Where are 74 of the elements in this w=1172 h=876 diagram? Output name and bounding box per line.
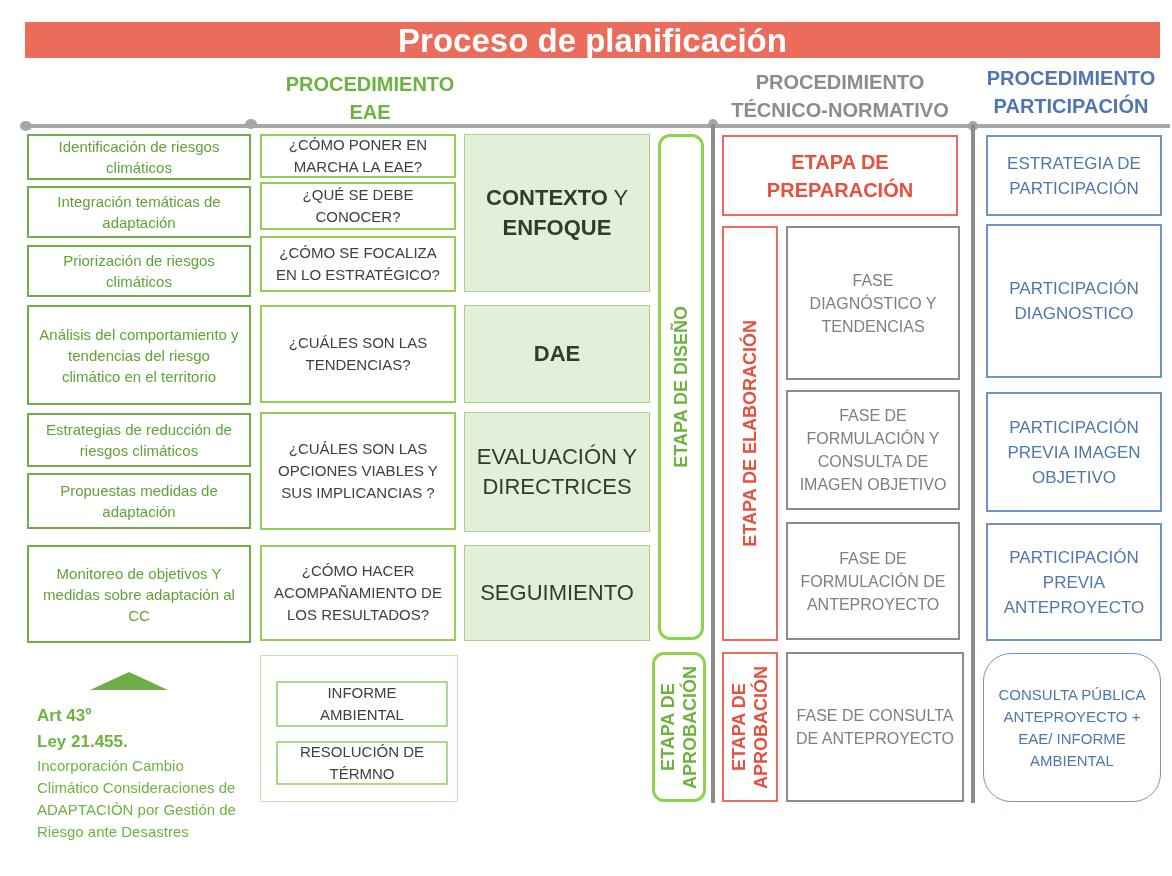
box-label: Integración temáticas de adaptación — [56, 192, 222, 233]
consultation-box — [983, 653, 1161, 802]
box-label: ¿CÓMO HACER ACOMPAÑAMIENTO DE LOS RESULTADOS? — [273, 561, 443, 625]
box-label: PARTICIPACIÓN DIAGNOSTICO — [1008, 278, 1140, 325]
phase-box — [464, 545, 650, 641]
topic-box — [27, 134, 251, 180]
box-label: ¿CÓMO SE FOCALIZA EN LO ESTRATÉGICO? — [275, 243, 441, 285]
box-label: CONSULTA PÚBLICA ANTEPROYECTO + EAE/ INFORME AMBIENTAL — [997, 684, 1147, 771]
phase-box — [786, 226, 960, 380]
box-label: ¿CUÁLES SON LAS TENDENCIAS? — [287, 333, 429, 375]
law-reference: Ley 21.455. — [37, 731, 129, 753]
question-box — [260, 412, 456, 530]
topic-box — [27, 245, 251, 297]
phase-box — [786, 390, 960, 510]
box-label: ¿QUÉ SE DEBE CONOCER? — [301, 185, 415, 227]
topic-box — [27, 545, 251, 643]
participation-box — [986, 224, 1162, 378]
document-box — [276, 681, 448, 727]
question-box — [260, 134, 456, 178]
box-label: EVALUACIÓN Y DIRECTRICES — [475, 443, 639, 501]
stage-box — [722, 652, 778, 802]
document-box — [276, 741, 448, 785]
box-label: ETAPA DE APROBACIÓN — [728, 664, 772, 791]
box-label: Identificación de riesgos climáticos — [57, 137, 221, 178]
box-label: ETAPA DE PREPARACIÓN — [765, 149, 915, 203]
box-label: CONTEXTO Y ENFOQUE — [485, 184, 629, 242]
phase-box — [464, 134, 650, 292]
box-label: ETAPA DE ELABORACIÓN — [739, 320, 761, 547]
box-label: Priorización de riesgos climáticos — [62, 251, 216, 292]
topic-box — [27, 305, 251, 405]
phase-box — [464, 412, 650, 532]
box-label: DAE — [533, 340, 581, 368]
box-label: ESTRATEGIA DE PARTICIPACIÓN — [1006, 152, 1142, 200]
box-label: Monitoreo de objetivos Y medidas sobre adaptación al CC — [42, 563, 236, 626]
box-label: FASE DE CONSULTA DE ANTEPROYECTO — [796, 706, 954, 749]
question-box — [260, 182, 456, 230]
column-heading: PROCEDIMIENTO EAE — [284, 72, 456, 125]
participation-box — [986, 135, 1162, 216]
participation-box — [986, 392, 1162, 512]
topic-box — [27, 473, 251, 529]
box-label: Análisis del comportamiento y tendencias del riesgo climático en el territorio — [38, 324, 240, 387]
box-label: Estrategias de reducción de riesgos climáticos — [45, 420, 233, 461]
box-label: ETAPA DE APROBACIÓN — [657, 664, 701, 791]
note-text: Incorporación Cambio Climático Consideraciones de ADAPTACIÒN por Gestión de Riesgo ante Desastres — [37, 756, 237, 842]
box-label: ¿CÓMO PONER EN MARCHA LA EAE? — [287, 135, 429, 177]
box-label: PARTICIPACIÓN PREVIA IMAGEN OBJETIVO — [1006, 416, 1142, 489]
box-label: ¿CUÁLES SON LAS OPCIONES VIABLES Y SUS IMPLICANCIAS ? — [277, 439, 439, 503]
topic-box — [27, 186, 251, 238]
box-label: Propuestas medidas de adaptación — [59, 481, 219, 522]
question-box — [260, 305, 456, 403]
stage-box — [652, 652, 706, 802]
phase-box — [786, 652, 964, 802]
question-box — [260, 545, 456, 641]
title: Proceso de planificación — [398, 23, 787, 57]
law-reference: Art 43º — [37, 705, 93, 727]
column-heading: PROCEDIMIENTO PARTICIPACIÓN — [985, 66, 1157, 119]
stage-box — [722, 135, 958, 216]
phase-box — [786, 522, 960, 640]
box-label: INFORME AMBIENTAL — [319, 683, 405, 725]
box-label: PARTICIPACIÓN PREVIA ANTEPROYECTO — [1002, 546, 1146, 619]
box-label: SEGUIMIENTO — [480, 579, 634, 607]
box-label: RESOLUCIÓN DE TÉRMNO — [298, 742, 426, 784]
participation-box — [986, 523, 1162, 641]
topic-box — [27, 413, 251, 467]
phase-box — [464, 305, 650, 403]
stage-box — [722, 226, 778, 641]
box-label: FASE DE FORMULACIÓN DE ANTEPROYECTO — [799, 548, 947, 615]
document-group-box — [260, 655, 458, 802]
box-label: FASE DE FORMULACIÓN Y CONSULTA DE IMAGEN OBJETIVO — [798, 406, 948, 495]
box-label: FASE DIAGNÓSTICO Y TENDENCIAS — [808, 270, 938, 337]
stage-box — [658, 134, 704, 640]
column-heading: PROCEDIMIENTO TÉCNICO-NORMATIVO — [730, 70, 950, 123]
question-box — [260, 236, 456, 292]
box-label: ETAPA DE DISEÑO — [670, 306, 692, 468]
